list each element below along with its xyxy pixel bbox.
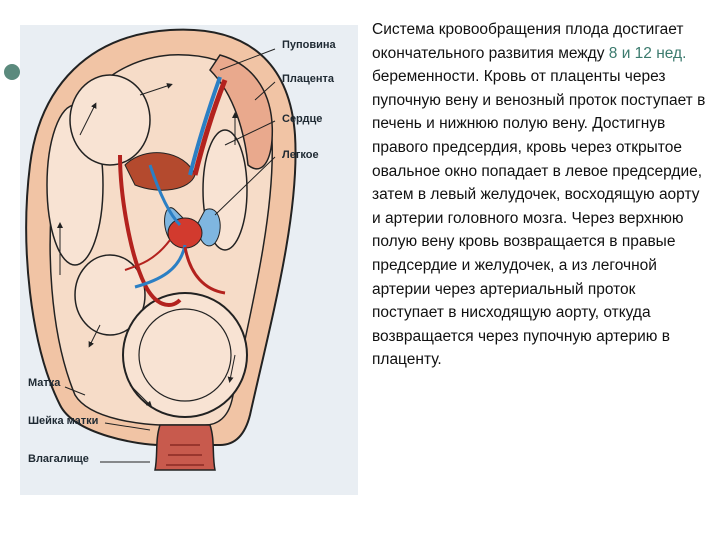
- heart-shape: [168, 218, 202, 248]
- cervix-shape: [155, 425, 215, 470]
- label-cervix: Шейка матки: [28, 415, 98, 427]
- label-lung: Легкое: [282, 149, 319, 161]
- label-umbilical-cord: Пуповина: [282, 39, 336, 51]
- description-highlight: 8 и 12 нед.: [609, 45, 687, 62]
- fetal-circulation-figure: Пуповина Плацента Сердце Легкое Матка Ше…: [20, 25, 358, 495]
- label-placenta: Плацента: [282, 73, 334, 85]
- label-uterus: Матка: [28, 377, 60, 389]
- slide-bullet: [4, 64, 20, 80]
- label-vagina: Влагалище: [28, 453, 89, 465]
- description-part2: беременности. Кровь от плаценты через пу…: [372, 68, 705, 368]
- fetal-head: [123, 293, 247, 417]
- description-text: Система кровообращения плода достигает о…: [372, 18, 708, 372]
- label-heart: Сердце: [282, 113, 322, 125]
